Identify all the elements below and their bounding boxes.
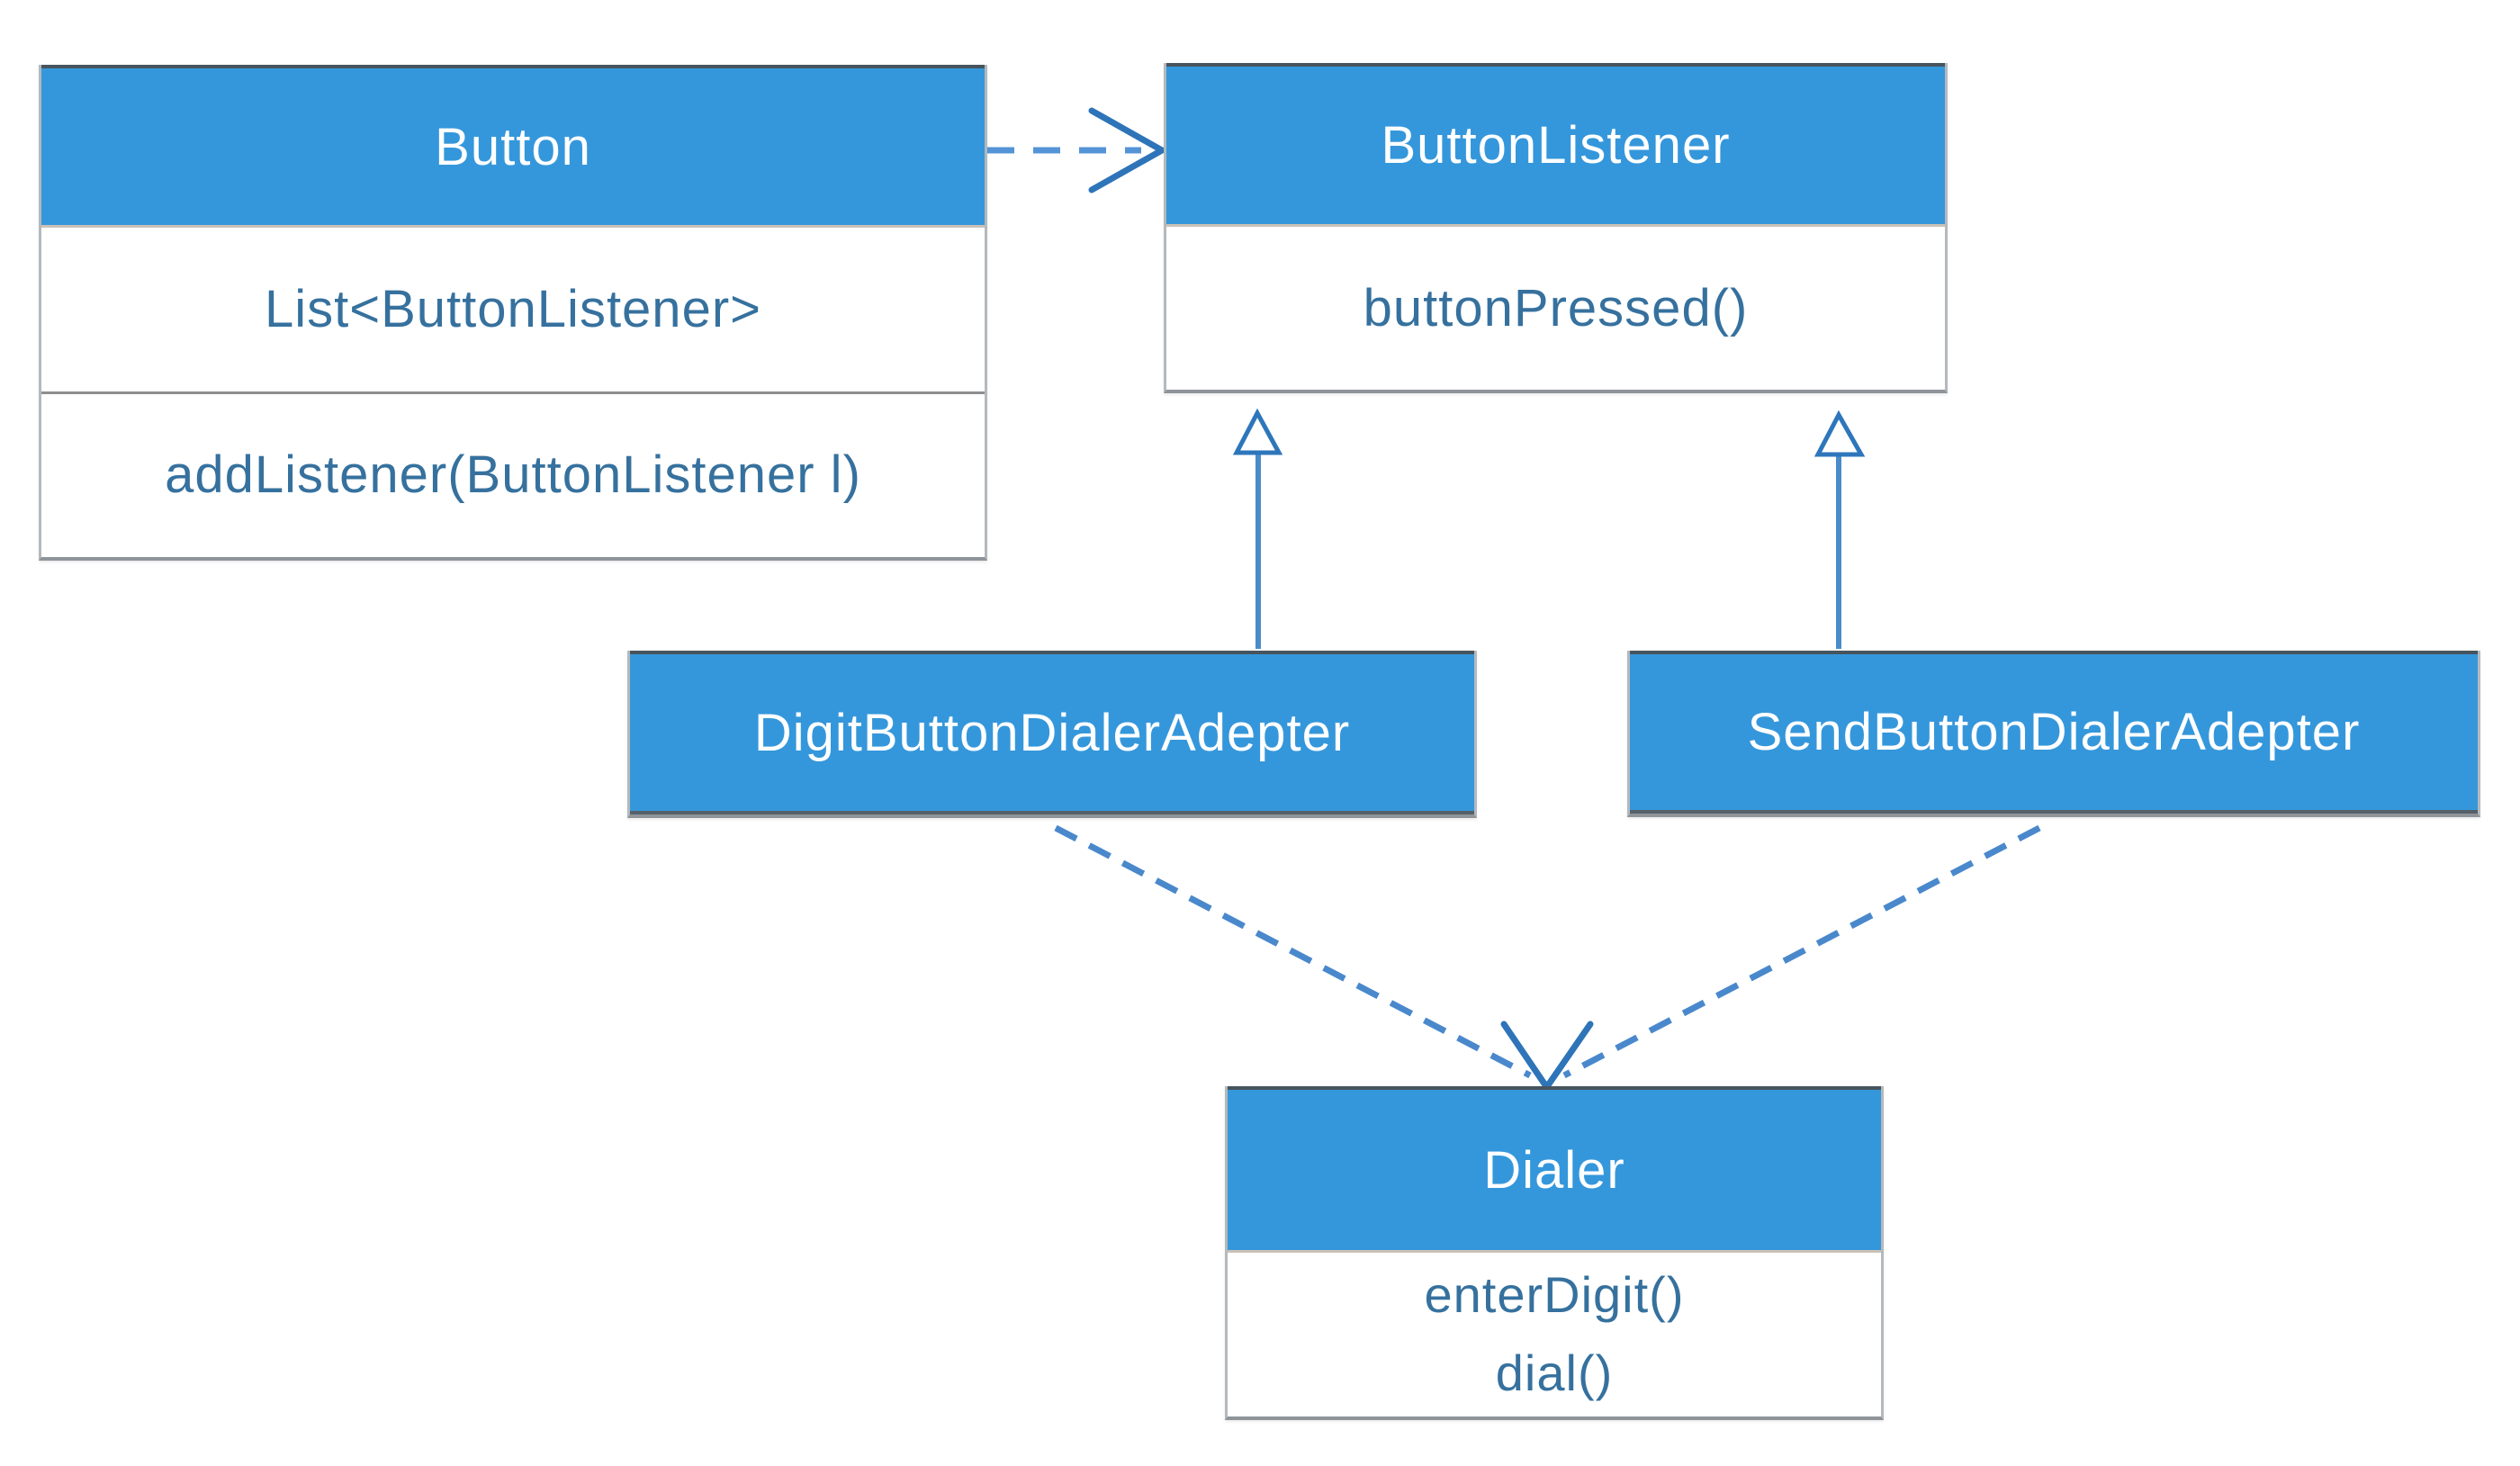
realization-arrow-send-to-buttonlistener xyxy=(1814,409,1866,649)
class-methods-compartment: buttonPressed() xyxy=(1166,227,1945,390)
hollow-triangle-icon xyxy=(1814,409,1866,457)
class-attributes-compartment: List<ButtonListener> xyxy=(41,228,985,391)
class-method: enterDigit() xyxy=(1424,1266,1685,1324)
class-box-button-listener: ButtonListener buttonPressed() xyxy=(1164,63,1948,393)
open-arrowhead-icon xyxy=(1536,1021,1594,1101)
class-title: Button xyxy=(41,65,985,228)
class-methods-compartment: addListener(ButtonListener l) xyxy=(41,391,985,557)
dependency-arrow-digit-to-dialer xyxy=(1054,824,1532,1079)
open-arrowhead-icon xyxy=(1088,107,1169,193)
class-method: addListener(ButtonListener l) xyxy=(165,445,861,505)
class-box-send-button-dialer-adepter: SendButtonDialerAdepter xyxy=(1627,651,2480,817)
class-method: buttonPressed() xyxy=(1363,278,1749,337)
dependency-dashed-line xyxy=(1562,824,2041,1079)
dependency-arrow-button-to-buttonlistener xyxy=(987,107,1169,193)
class-methods-compartment: enterDigit() dial() xyxy=(1228,1253,1881,1417)
dependency-dashed-line xyxy=(1054,824,1532,1079)
class-title: SendButtonDialerAdepter xyxy=(1630,651,2478,814)
dependency-arrow-send-to-dialer xyxy=(1562,824,2041,1079)
open-arrowhead-at-dialer xyxy=(1500,1021,1594,1101)
class-box-digit-button-dialer-adepter: DigitButtonDialerAdepter xyxy=(627,651,1477,818)
class-attribute: List<ButtonListener> xyxy=(264,279,762,338)
realization-arrow-digit-to-buttonlistener xyxy=(1232,408,1283,649)
class-title: DigitButtonDialerAdepter xyxy=(630,651,1474,814)
class-title: ButtonListener xyxy=(1166,63,1945,227)
class-title: Dialer xyxy=(1228,1086,1881,1253)
hollow-triangle-icon xyxy=(1232,408,1283,455)
class-box-dialer: Dialer enterDigit() dial() xyxy=(1225,1086,1884,1420)
class-method: dial() xyxy=(1495,1345,1614,1401)
class-box-button: Button List<ButtonListener> addListener(… xyxy=(39,65,987,561)
